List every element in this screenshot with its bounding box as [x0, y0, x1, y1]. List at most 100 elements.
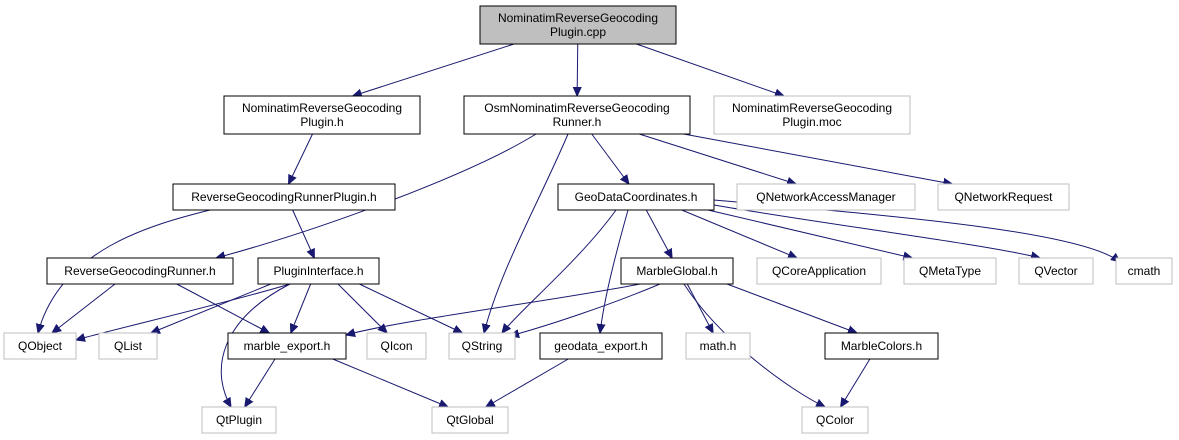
node-label: GeoDataCoordinates.h — [575, 190, 698, 204]
edge-pi-to-qplug — [220, 283, 291, 407]
node-rgrp[interactable]: ReverseGeocodingRunnerPlugin.h — [172, 183, 396, 211]
node-box — [366, 332, 427, 360]
node-label: QtGlobal — [446, 413, 493, 427]
node-label: QMetaType — [919, 264, 981, 278]
node-label: QCoreApplication — [772, 264, 866, 278]
node-qicon[interactable]: QIcon — [366, 332, 427, 360]
node-label: Runner.h — [553, 115, 602, 129]
node-qvec[interactable]: QVector — [1018, 257, 1094, 285]
edges-layer — [38, 43, 1120, 407]
edge-mg-to-mathh — [686, 283, 713, 333]
node-qnam[interactable]: QNetworkAccessManager — [736, 183, 916, 211]
edge-mg-to-qcol — [683, 283, 825, 407]
node-box — [756, 257, 882, 285]
edge-rgr-to-me — [176, 283, 270, 333]
edge-osm-to-qstr — [484, 133, 569, 333]
edge-pi-to-qlist — [151, 283, 272, 333]
edge-root-to-osm — [577, 43, 578, 96]
edge-gdc-to-qmt — [707, 209, 912, 258]
node-qplug[interactable]: QtPlugin — [201, 406, 277, 434]
node-box — [46, 257, 234, 285]
node-label: QObject — [18, 339, 63, 353]
node-qca[interactable]: QCoreApplication — [756, 257, 882, 285]
node-qlist[interactable]: QList — [98, 332, 158, 360]
node-box — [685, 332, 751, 360]
edge-root-to-plh — [353, 43, 515, 96]
edge-plh-to-rgrp — [289, 133, 313, 184]
node-gdc[interactable]: GeoDataCoordinates.h — [557, 183, 715, 211]
node-qglob[interactable]: QtGlobal — [431, 406, 509, 434]
edge-rgr-to-qobj — [52, 283, 116, 333]
node-box — [713, 95, 911, 135]
edge-gdc-to-qstr — [502, 209, 617, 333]
node-box — [1115, 257, 1173, 285]
edge-root-to-moc — [636, 43, 784, 96]
node-box — [257, 257, 380, 285]
node-mathh[interactable]: math.h — [685, 332, 751, 360]
node-mg[interactable]: MarbleGlobal.h — [620, 257, 734, 285]
edge-pi-to-qicon — [337, 283, 387, 333]
node-label: geodata_export.h — [554, 339, 647, 353]
node-box — [801, 406, 869, 434]
node-label: QVector — [1034, 264, 1077, 278]
edge-gdc-to-ge — [600, 209, 629, 333]
node-box — [557, 183, 715, 211]
edge-mg-to-me — [346, 283, 641, 335]
node-box — [201, 406, 277, 434]
node-label: NominatimReverseGeocoding — [242, 101, 402, 115]
edge-mg-to-mc — [726, 283, 857, 333]
node-box — [903, 257, 997, 285]
nodes-layer: NominatimReverseGeocodingPlugin.cppNomin… — [3, 5, 1173, 434]
node-rgr[interactable]: ReverseGeocodingRunner.h — [46, 257, 234, 285]
node-box — [736, 183, 916, 211]
node-label: OsmNominatimReverseGeocoding — [484, 101, 669, 115]
edge-mc-to-qcol — [841, 358, 871, 407]
node-label: cmath — [1128, 264, 1161, 278]
node-pi[interactable]: PluginInterface.h — [257, 257, 380, 285]
edge-pi-to-me — [291, 283, 312, 333]
node-me[interactable]: marble_export.h — [227, 332, 347, 360]
node-qobj[interactable]: QObject — [3, 332, 77, 360]
node-label: PluginInterface.h — [273, 264, 363, 278]
node-label: Plugin.h — [300, 115, 343, 129]
node-label: Plugin.cpp — [550, 25, 606, 39]
node-box — [98, 332, 158, 360]
node-label: ReverseGeocodingRunnerPlugin.h — [191, 190, 376, 204]
node-label: math.h — [700, 339, 737, 353]
node-qstr[interactable]: QString — [448, 332, 516, 360]
node-box — [431, 406, 509, 434]
edge-osm-to-gdc — [591, 133, 629, 184]
edge-me-to-qplug — [245, 358, 276, 407]
node-qcol[interactable]: QColor — [801, 406, 869, 434]
edge-pi-to-qobj — [76, 283, 291, 340]
node-box — [227, 332, 347, 360]
node-box — [3, 332, 77, 360]
edge-osm-to-qnam — [639, 133, 796, 184]
node-box — [620, 257, 734, 285]
node-box — [463, 95, 691, 135]
node-qnr[interactable]: QNetworkRequest — [937, 183, 1070, 211]
node-box — [1018, 257, 1094, 285]
node-mc[interactable]: MarbleColors.h — [824, 332, 939, 360]
edge-gdc-to-qca — [681, 209, 797, 258]
node-label: QtPlugin — [216, 413, 262, 427]
node-cmath[interactable]: cmath — [1115, 257, 1173, 285]
edge-ge-to-qglob — [486, 358, 569, 407]
edge-rgrp-to-pi — [292, 209, 315, 258]
node-box — [824, 332, 939, 360]
edge-rgrp-to-qobj — [38, 209, 211, 333]
node-ge[interactable]: geodata_export.h — [539, 332, 663, 360]
edge-osm-to-qnr — [683, 133, 953, 184]
node-box — [937, 183, 1070, 211]
node-label: NominatimReverseGeocoding — [498, 11, 658, 25]
node-qmt[interactable]: QMetaType — [903, 257, 997, 285]
node-box — [448, 332, 516, 360]
node-label: QList — [114, 339, 143, 353]
node-box — [223, 95, 421, 135]
edge-gdc-to-qvec — [713, 204, 1040, 258]
